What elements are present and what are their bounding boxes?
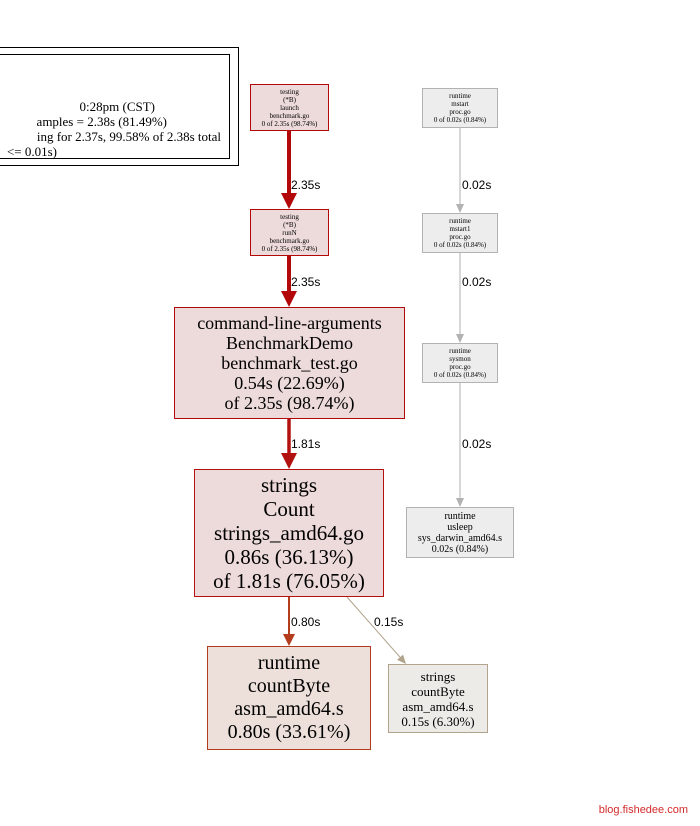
node-line: benchmark_test.go — [221, 353, 358, 373]
edge-label-mstart1-sysmon: 0.02s — [462, 275, 492, 289]
node-line: 0 of 2.35s (98.74%) — [261, 119, 318, 128]
node-line: runtime — [449, 347, 471, 355]
node-line: 0 of 0.02s (0.84%) — [433, 116, 487, 124]
node-line: benchmark.go — [269, 236, 310, 245]
edge-label-mstart-mstart1: 0.02s — [462, 178, 492, 192]
edge-arrowhead — [283, 634, 295, 646]
node-line: of 2.35s (98.74%) — [224, 393, 355, 413]
node-line: 0 of 0.02s (0.84%) — [433, 371, 487, 379]
node-line: usleep — [447, 521, 473, 533]
legend-inner-box: 0:28pm (CST) amples = 2.38s (81.49%) ing… — [0, 54, 230, 159]
edge-arrowhead — [456, 204, 464, 213]
node-line: 0.80s (33.61%) — [227, 721, 351, 743]
node-line: strings — [260, 473, 317, 497]
node-runtime-mstart1[interactable]: runtime mstart1 proc.go 0 of 0.02s (0.84… — [422, 213, 498, 253]
edge-arrowhead — [397, 654, 406, 664]
node-runtime-sysmon[interactable]: runtime sysmon proc.go 0 of 0.02s (0.84%… — [422, 343, 498, 383]
node-runtime-usleep[interactable]: runtime usleep sys_darwin_amd64.s 0.02s … — [406, 507, 514, 558]
edge-arrowhead — [281, 291, 297, 307]
watermark: blog.fishedee.com — [598, 804, 688, 816]
node-line: benchmark.go — [269, 111, 310, 120]
edge-label-runN-benchmark: 2.35s — [291, 275, 321, 289]
edge-label-benchmark-count: 1.81s — [291, 437, 321, 451]
node-strings-count[interactable]: strings Count strings_amd64.go 0.86s (36… — [194, 469, 384, 597]
node-line: proc.go — [449, 233, 471, 241]
node-line: runtime — [444, 510, 476, 522]
edge-label-launch-runN: 2.35s — [291, 178, 321, 192]
node-line: countByte — [247, 675, 331, 697]
node-line: 0.15s (6.30%) — [401, 713, 475, 729]
node-line: testing — [280, 87, 299, 96]
node-line: proc.go — [449, 108, 471, 116]
node-benchmark-demo[interactable]: command-line-arguments BenchmarkDemo ben… — [174, 307, 405, 419]
node-line: mstart1 — [449, 225, 471, 233]
node-strings-countbyte[interactable]: strings countByte asm_amd64.s 0.15s (6.3… — [388, 664, 488, 733]
node-line: Count — [263, 497, 315, 521]
node-line: countByte — [411, 683, 465, 699]
node-line: (*B) — [283, 95, 296, 104]
node-line: strings_amd64.go — [214, 521, 364, 545]
edge-label-count-strings-countbyte: 0.15s — [374, 615, 404, 629]
legend-showing-line: ing for 2.37s, 99.58% of 2.38s total — [36, 129, 221, 144]
node-line: 0.54s (22.69%) — [234, 373, 345, 393]
node-runtime-mstart[interactable]: runtime mstart proc.go 0 of 0.02s (0.84%… — [422, 88, 498, 128]
edge-arrowhead — [281, 193, 297, 209]
node-line: runtime — [449, 217, 471, 225]
node-line: runtime — [449, 92, 471, 100]
legend-dropped-line: <= 0.01s) — [6, 144, 57, 159]
node-line: runN — [282, 228, 297, 237]
node-line: strings — [420, 668, 456, 684]
node-testing-runN[interactable]: testing (*B) runN benchmark.go 0 of 2.35… — [250, 209, 329, 256]
node-line: runtime — [257, 652, 321, 674]
node-testing-launch[interactable]: testing (*B) launch benchmark.go 0 of 2.… — [250, 84, 329, 131]
edge-label-count-runtime-countbyte: 0.80s — [291, 615, 321, 629]
edge-arrowhead — [281, 453, 297, 469]
legend-samples-line: amples = 2.38s (81.49%) — [36, 114, 167, 129]
edge-arrowhead — [456, 498, 464, 507]
node-runtime-countbyte[interactable]: runtime countByte asm_amd64.s 0.80s (33.… — [207, 646, 371, 750]
node-line: command-line-arguments — [197, 313, 382, 333]
edge-line — [346, 596, 401, 658]
node-line: asm_amd64.s — [402, 698, 474, 714]
edge-label-sysmon-usleep: 0.02s — [462, 437, 492, 451]
node-line: sys_darwin_amd64.s — [417, 532, 503, 544]
node-line: BenchmarkDemo — [226, 333, 353, 353]
node-line: asm_amd64.s — [234, 698, 344, 720]
node-line: sysmon — [449, 355, 471, 363]
node-line: 0 of 0.02s (0.84%) — [433, 241, 487, 249]
node-line: 0.02s (0.84%) — [431, 543, 489, 555]
node-line: mstart — [451, 100, 469, 108]
legend-box: 0:28pm (CST) amples = 2.38s (81.49%) ing… — [0, 47, 239, 166]
legend-time-line: 0:28pm (CST) — [79, 99, 155, 114]
node-line: testing — [280, 212, 299, 221]
node-line: (*B) — [283, 220, 296, 229]
node-line: 0 of 2.35s (98.74%) — [261, 244, 318, 253]
edge-arrowhead — [456, 334, 464, 343]
node-line: launch — [280, 103, 299, 112]
node-line: of 1.81s (76.05%) — [213, 569, 365, 593]
node-line: proc.go — [449, 363, 471, 371]
node-line: 0.86s (36.13%) — [224, 545, 354, 569]
